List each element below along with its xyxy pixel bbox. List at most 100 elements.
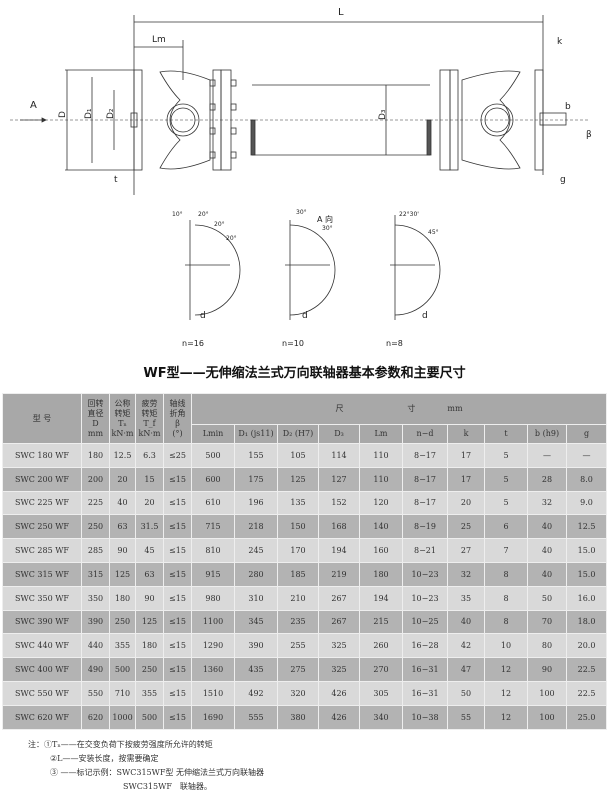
value-cell: 8: [484, 609, 528, 635]
value-cell: 10−23: [402, 561, 448, 587]
angle-label: 20°: [226, 235, 237, 242]
value-cell: 555: [234, 704, 278, 730]
angle-label: 45°: [428, 229, 439, 236]
value-cell: 22.5: [565, 680, 608, 706]
value-cell: 45: [135, 538, 164, 563]
value-cell: 340: [359, 704, 403, 730]
value-cell: ≤15: [163, 704, 192, 730]
value-cell: 32: [447, 561, 485, 587]
value-cell: 250: [135, 657, 164, 682]
label-L: L: [338, 7, 344, 18]
value-cell: 8−19: [402, 514, 448, 540]
value-cell: 305: [359, 680, 403, 706]
model-cell: SWC 285 WF: [2, 538, 82, 563]
value-cell: 16−31: [402, 680, 448, 706]
value-cell: 915: [191, 561, 235, 587]
value-cell: 270: [359, 657, 403, 682]
value-cell: 50: [447, 680, 485, 706]
value-cell: ≤15: [163, 609, 192, 635]
value-cell: 70: [527, 609, 567, 635]
value-cell: 210: [277, 585, 319, 611]
value-cell: 390: [81, 609, 110, 635]
value-cell: ≤15: [163, 490, 192, 516]
label-D2: D₂: [106, 108, 116, 119]
value-cell: 9.0: [565, 490, 608, 516]
angle-label: 20°: [198, 211, 209, 218]
value-cell: 5: [484, 466, 528, 492]
value-cell: 320: [277, 680, 319, 706]
value-cell: 710: [109, 680, 136, 706]
value-cell: 20: [135, 490, 164, 516]
value-cell: 12: [484, 657, 528, 682]
note-3: ③ ——标记示例：SWC315WF型 无伸缩法兰式万向联轴器: [50, 768, 264, 777]
value-cell: 500: [191, 443, 235, 468]
header-dimensions: 尺 寸 mm: [190, 393, 608, 425]
value-cell: 16−31: [402, 657, 448, 682]
value-cell: 180: [359, 561, 403, 587]
subheader: g: [565, 424, 608, 444]
notes: 注：①Tₙ——在交变负荷下按疲劳强度所允许的转矩 ②L——安装长度，按需要确定 …: [28, 738, 264, 794]
value-cell: 17: [447, 443, 485, 468]
value-cell: 235: [277, 609, 319, 635]
value-cell: 8: [484, 561, 528, 587]
value-cell: 40: [527, 561, 567, 587]
value-cell: 285: [81, 538, 110, 563]
value-cell: 25.0: [565, 704, 608, 730]
value-cell: 31.5: [135, 514, 164, 540]
model-cell: SWC 440 WF: [2, 633, 82, 659]
value-cell: 15.0: [565, 561, 608, 587]
value-cell: 225: [81, 490, 110, 516]
value-cell: 127: [318, 466, 360, 492]
label-D: D: [58, 111, 68, 118]
value-cell: 55: [447, 704, 485, 730]
value-cell: 160: [359, 538, 403, 563]
value-cell: 8−17: [402, 466, 448, 492]
value-cell: 215: [359, 609, 403, 635]
value-cell: 250: [109, 609, 136, 635]
value-cell: 500: [135, 704, 164, 730]
label-Lm: Lm: [152, 35, 166, 45]
angle-label: 20°: [214, 221, 225, 228]
value-cell: 267: [318, 585, 360, 611]
subheader: t: [484, 424, 528, 444]
value-cell: 150: [277, 514, 319, 540]
label-b: b: [565, 102, 571, 112]
value-cell: 1000: [109, 704, 136, 730]
value-cell: 125: [277, 466, 319, 492]
value-cell: 125: [135, 609, 164, 635]
value-cell: 185: [277, 561, 319, 587]
value-cell: 325: [318, 633, 360, 659]
value-cell: 1690: [191, 704, 235, 730]
value-cell: ≤15: [163, 657, 192, 682]
value-cell: 620: [81, 704, 110, 730]
subheader: k: [447, 424, 485, 444]
value-cell: 980: [191, 585, 235, 611]
header-model: 型 号: [2, 393, 82, 444]
value-cell: 8.0: [565, 466, 608, 492]
value-cell: ≤15: [163, 680, 192, 706]
value-cell: 280: [234, 561, 278, 587]
flange-view-n10: 30° 30° d n=10: [282, 209, 336, 348]
value-cell: 255: [277, 633, 319, 659]
value-cell: 500: [109, 657, 136, 682]
value-cell: 260: [359, 633, 403, 659]
model-cell: SWC 620 WF: [2, 704, 82, 730]
label-D1: D₁: [84, 108, 94, 119]
subheader: Lm: [359, 424, 403, 444]
value-cell: 63: [135, 561, 164, 587]
d-label: d: [200, 311, 206, 321]
value-cell: 120: [359, 490, 403, 516]
value-cell: 10−38: [402, 704, 448, 730]
value-cell: 40: [447, 609, 485, 635]
